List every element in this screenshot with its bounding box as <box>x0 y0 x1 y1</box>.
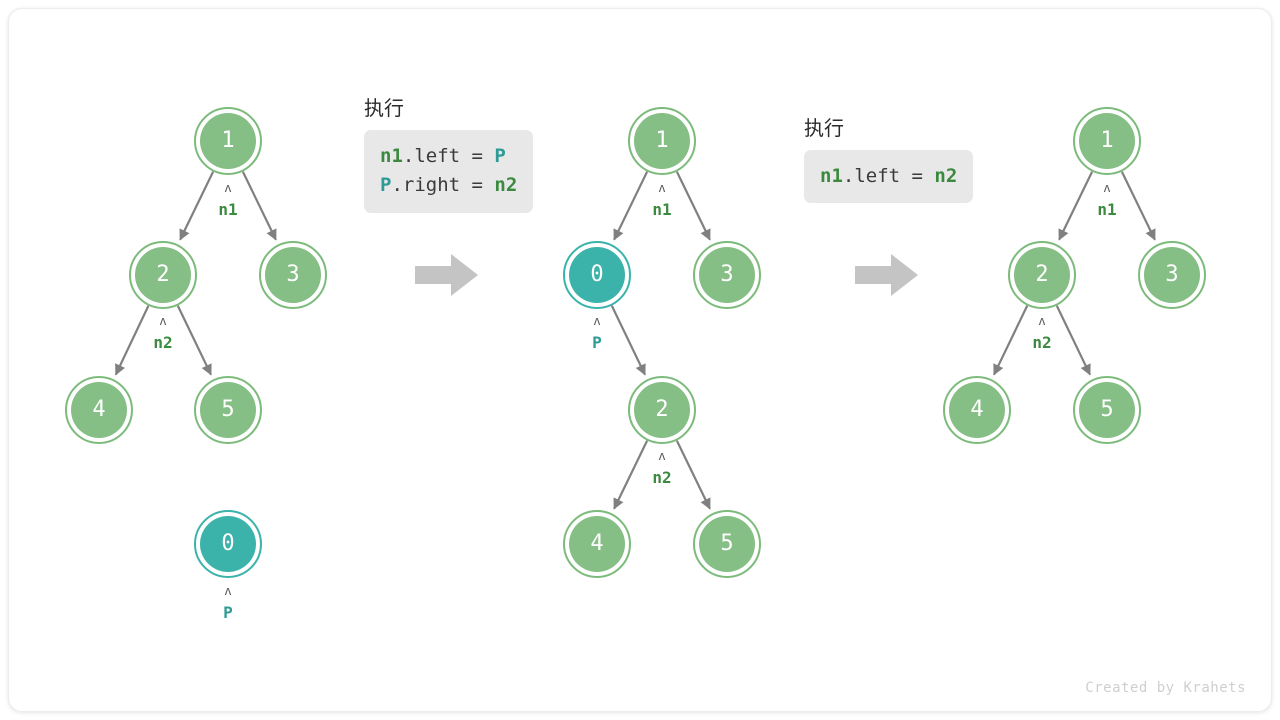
pointer-name: n2 <box>652 468 672 487</box>
transition-arrow-icon <box>855 252 919 298</box>
node-value: 2 <box>156 262 170 287</box>
caret-up-icon: ʌ <box>224 180 232 195</box>
tree-node: 3 <box>693 241 761 309</box>
node-outer-ring <box>693 241 761 309</box>
node-value: 0 <box>221 531 235 556</box>
node-outer-ring <box>1073 376 1141 444</box>
caret-up-icon: ʌ <box>1103 180 1111 195</box>
code-token: P <box>494 145 506 167</box>
pointer-name: P <box>223 603 233 622</box>
code-token: n1 <box>380 145 403 167</box>
tree-node: 5 <box>693 510 761 578</box>
code-token: P <box>380 174 392 197</box>
node-value: 5 <box>720 531 734 556</box>
tree-node: 4 <box>65 376 133 444</box>
pointer-label: ʌ n2 <box>133 314 193 351</box>
code-line: n1.left = n2 <box>820 162 957 191</box>
caret-up-icon: ʌ <box>1038 313 1046 328</box>
node-outer-ring <box>1138 241 1206 309</box>
tree-node: 4 <box>943 376 1011 444</box>
node-value: 5 <box>1100 397 1114 422</box>
tree-node: 3 <box>1138 241 1206 309</box>
tree-node: 1 <box>628 107 696 175</box>
caret-up-icon: ʌ <box>658 180 666 195</box>
pointer-name: n1 <box>1097 200 1117 219</box>
pointer-label: ʌ n1 <box>198 181 258 218</box>
node-outer-ring <box>129 241 197 309</box>
code-token: .left = <box>842 165 935 187</box>
node-value: 1 <box>1100 128 1114 153</box>
tree-node: 5 <box>1073 376 1141 444</box>
pointer-name: n1 <box>652 200 672 219</box>
node-value: 4 <box>970 397 984 422</box>
tree-node: 3 <box>259 241 327 309</box>
node-value: 1 <box>221 128 235 153</box>
node-outer-ring <box>563 241 631 309</box>
tree-node: 1 <box>1073 107 1141 175</box>
node-value: 4 <box>92 397 106 422</box>
node-outer-ring <box>628 107 696 175</box>
code-token: .left = <box>402 145 495 167</box>
pointer-name: n2 <box>1032 333 1052 352</box>
code-token: .right = <box>391 174 495 197</box>
caret-up-icon: ʌ <box>224 583 232 598</box>
node-value: 2 <box>655 397 669 422</box>
watermark: Created by Krahets <box>1085 680 1246 696</box>
node-value: 2 <box>1035 262 1049 287</box>
transition-arrow-icon <box>415 252 479 298</box>
caret-up-icon: ʌ <box>593 313 601 328</box>
node-outer-ring <box>194 376 262 444</box>
tree-node: 0 <box>563 241 631 309</box>
node-value: 3 <box>720 262 734 287</box>
node-outer-ring <box>563 510 631 578</box>
node-outer-ring <box>1073 107 1141 175</box>
node-outer-ring <box>194 510 262 578</box>
code-line: P.right = n2 <box>380 171 517 200</box>
node-outer-ring <box>628 376 696 444</box>
node-value: 3 <box>1165 262 1179 287</box>
tree-node: 0 <box>194 510 262 578</box>
pointer-name: n2 <box>153 333 173 352</box>
caret-up-icon: ʌ <box>658 448 666 463</box>
node-value: 3 <box>286 262 300 287</box>
pointer-name: P <box>592 333 602 352</box>
node-outer-ring <box>943 376 1011 444</box>
callout-exec-label: 执行 <box>364 96 404 120</box>
pointer-label: ʌ n1 <box>632 181 692 218</box>
node-outer-ring <box>693 510 761 578</box>
node-value: 0 <box>590 262 604 287</box>
pointer-name: n1 <box>218 200 238 219</box>
tree-node: 2 <box>1008 241 1076 309</box>
pointer-label: ʌ n2 <box>632 449 692 486</box>
node-outer-ring <box>259 241 327 309</box>
tree-node: 2 <box>628 376 696 444</box>
pointer-label: ʌ n2 <box>1012 314 1072 351</box>
code-line: n1.left = P <box>380 142 517 171</box>
callout-code-block: n1.left = n2 <box>804 150 974 204</box>
code-token: n1 <box>820 165 843 187</box>
tree-node: 5 <box>194 376 262 444</box>
pointer-label: ʌ n1 <box>1077 181 1137 218</box>
code-token: n2 <box>934 165 958 187</box>
node-value: 5 <box>221 397 235 422</box>
tree-node: 4 <box>563 510 631 578</box>
node-outer-ring <box>1008 241 1076 309</box>
node-value: 1 <box>655 128 669 153</box>
code-callout: 执行 n1.left = n2 <box>804 116 974 204</box>
node-outer-ring <box>194 107 262 175</box>
code-token: n2 <box>494 174 518 197</box>
tree-node: 2 <box>129 241 197 309</box>
caret-up-icon: ʌ <box>159 313 167 328</box>
callout-exec-label: 执行 <box>804 116 844 140</box>
node-outer-ring <box>65 376 133 444</box>
tree-node: 1 <box>194 107 262 175</box>
node-value: 4 <box>590 531 604 556</box>
